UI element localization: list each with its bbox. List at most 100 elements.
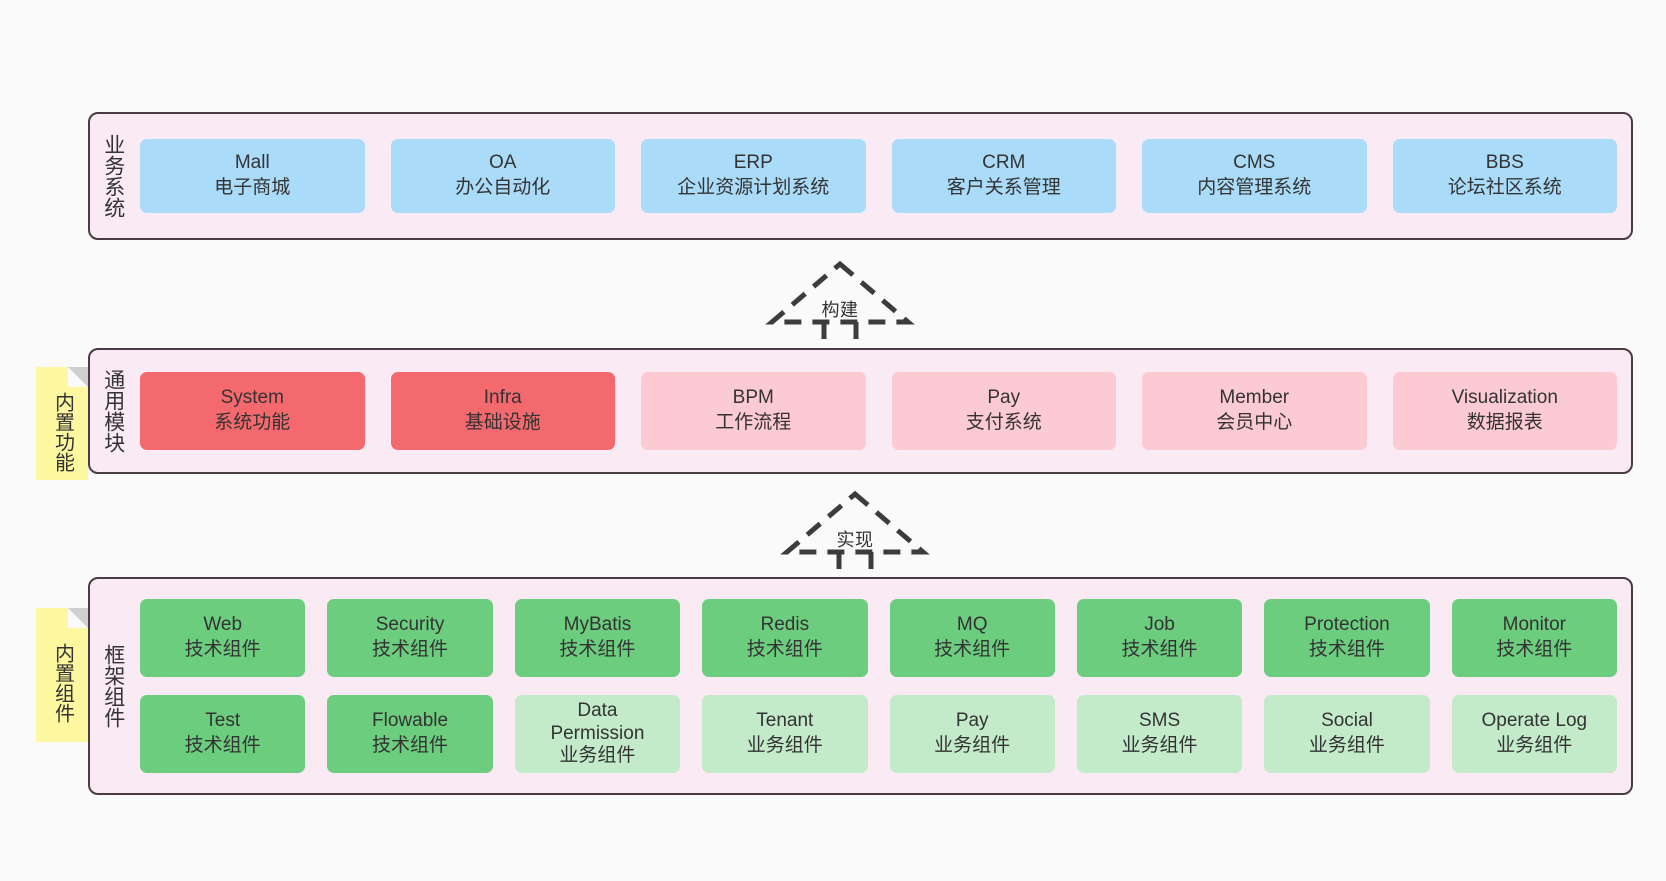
layer-row-framework-tech: Web 技术组件 Security 技术组件 MyBatis 技术组件 Redi… <box>140 599 1617 677</box>
cell-flowable[interactable]: Flowable 技术组件 <box>327 695 493 773</box>
cell-visualization[interactable]: Visualization 数据报表 <box>1392 372 1617 450</box>
cell-cms[interactable]: CMS 内容管理系统 <box>1142 139 1367 213</box>
cell-bbs[interactable]: BBS 论坛社区系统 <box>1392 139 1617 213</box>
layer-panel-business: 业务系统 Mall 电子商城 OA 办公自动化 ERP 企业资源计划系统 CRM <box>88 112 1633 240</box>
note-label: 内置组件 <box>51 643 74 723</box>
cell-title: MQ <box>956 614 988 636</box>
layer-row-business-0: Mall 电子商城 OA 办公自动化 ERP 企业资源计划系统 CRM 客户关系… <box>140 139 1617 213</box>
cell-pay-component[interactable]: Pay 业务组件 <box>889 695 1055 773</box>
layer-panel-framework: 框架组件 Web 技术组件 Security 技术组件 MyBatis 技术组件… <box>88 577 1633 795</box>
layer-row-framework-business: Test 技术组件 Flowable 技术组件 Data Permission … <box>140 695 1617 773</box>
connector-build: 构建 <box>760 258 920 350</box>
cell-title: Flowable <box>372 710 449 732</box>
cell-subtitle: 技术组件 <box>184 639 261 660</box>
cell-title: Redis <box>760 614 810 636</box>
cell-subtitle: 技术组件 <box>1121 639 1198 660</box>
cell-title: Monitor <box>1502 614 1566 636</box>
cell-operate-log[interactable]: Operate Log 业务组件 <box>1451 695 1617 773</box>
cell-erp[interactable]: ERP 企业资源计划系统 <box>641 139 866 213</box>
cell-title: Job <box>1144 614 1175 636</box>
cell-title: Pay <box>955 710 989 732</box>
generalization-arrow-icon <box>765 260 915 350</box>
cell-title: CMS <box>1233 152 1276 174</box>
cell-crm[interactable]: CRM 客户关系管理 <box>891 139 1116 213</box>
cell-tenant[interactable]: Tenant 业务组件 <box>702 695 868 773</box>
cell-title: Pay <box>987 387 1021 409</box>
cell-title: Tenant <box>756 710 814 732</box>
cell-subtitle: 技术组件 <box>1496 639 1573 660</box>
cell-bpm[interactable]: BPM 工作流程 <box>641 372 866 450</box>
cell-title: CRM <box>982 152 1026 174</box>
cell-subtitle: 工作流程 <box>715 412 792 433</box>
generalization-arrow-icon <box>780 490 930 580</box>
cell-subtitle: 业务组件 <box>1496 735 1573 756</box>
cell-title: Operate Log <box>1481 710 1588 732</box>
cell-protection[interactable]: Protection 技术组件 <box>1264 599 1430 677</box>
cell-redis[interactable]: Redis 技术组件 <box>702 599 868 677</box>
cell-monitor[interactable]: Monitor 技术组件 <box>1451 599 1617 677</box>
cell-mybatis[interactable]: MyBatis 技术组件 <box>514 599 681 677</box>
cell-title: Protection <box>1304 614 1390 636</box>
cell-subtitle: 业务组件 <box>746 735 823 756</box>
cell-title: Infra <box>483 387 522 409</box>
cell-system[interactable]: System 系统功能 <box>140 372 365 450</box>
connector-implement-label: 实现 <box>836 530 874 550</box>
cell-subtitle: 技术组件 <box>372 639 449 660</box>
cell-social[interactable]: Social 业务组件 <box>1264 695 1430 773</box>
cell-member[interactable]: Member 会员中心 <box>1142 372 1367 450</box>
note-fold-corner-icon <box>68 608 88 628</box>
cell-title: Data Permission <box>550 700 645 744</box>
cell-title: BPM <box>732 387 774 409</box>
cell-subtitle: 技术组件 <box>372 735 449 756</box>
cell-sms[interactable]: SMS 业务组件 <box>1076 695 1243 773</box>
cell-subtitle: 电子商城 <box>214 177 291 198</box>
cell-title: Security <box>375 614 445 636</box>
cell-web[interactable]: Web 技术组件 <box>140 599 306 677</box>
layer-title-common: 通用模块 <box>101 369 125 453</box>
cell-title: SMS <box>1138 710 1181 732</box>
layer-row-common-0: System 系统功能 Infra 基础设施 BPM 工作流程 Pay 支付系统… <box>140 372 1617 450</box>
cell-subtitle: 业务组件 <box>1308 735 1385 756</box>
layer-body-framework: Web 技术组件 Security 技术组件 MyBatis 技术组件 Redi… <box>136 579 1631 793</box>
cell-title: Member <box>1219 387 1290 409</box>
cell-subtitle: 技术组件 <box>934 639 1011 660</box>
connector-implement: 实现 <box>775 488 935 580</box>
cell-infra[interactable]: Infra 基础设施 <box>390 372 615 450</box>
cell-title: Test <box>205 710 241 732</box>
layer-title-framework: 框架组件 <box>101 644 125 728</box>
layer-body-common: System 系统功能 Infra 基础设施 BPM 工作流程 Pay 支付系统… <box>136 350 1631 472</box>
cell-subtitle: 内容管理系统 <box>1197 177 1312 198</box>
cell-security[interactable]: Security 技术组件 <box>327 599 493 677</box>
cell-title: Web <box>203 614 243 636</box>
cell-job[interactable]: Job 技术组件 <box>1076 599 1243 677</box>
cell-title: ERP <box>733 152 773 174</box>
cell-data-permission[interactable]: Data Permission 业务组件 <box>514 695 681 773</box>
layer-title-business: 业务系统 <box>101 134 125 218</box>
layer-body-business: Mall 电子商城 OA 办公自动化 ERP 企业资源计划系统 CRM 客户关系… <box>136 114 1631 238</box>
cell-mq[interactable]: MQ 技术组件 <box>889 599 1055 677</box>
cell-title: System <box>220 387 284 409</box>
note-builtin-components: 内置组件 <box>36 608 88 742</box>
cell-mall[interactable]: Mall 电子商城 <box>140 139 365 213</box>
cell-subtitle: 基础设施 <box>464 412 541 433</box>
cell-oa[interactable]: OA 办公自动化 <box>390 139 615 213</box>
cell-subtitle: 业务组件 <box>1121 735 1198 756</box>
cell-subtitle: 客户关系管理 <box>946 177 1061 198</box>
note-fold-corner-icon <box>68 367 88 387</box>
cell-subtitle: 技术组件 <box>1308 639 1385 660</box>
cell-subtitle: 业务组件 <box>934 735 1011 756</box>
cell-subtitle: 会员中心 <box>1216 412 1293 433</box>
cell-subtitle: 数据报表 <box>1466 412 1543 433</box>
cell-title: Visualization <box>1451 387 1558 409</box>
cell-pay-module[interactable]: Pay 支付系统 <box>891 372 1116 450</box>
note-builtin-features: 内置功能 <box>36 367 88 480</box>
cell-subtitle: 办公自动化 <box>455 177 551 198</box>
cell-title: Social <box>1321 710 1373 732</box>
cell-title: OA <box>489 152 517 174</box>
connector-build-label: 构建 <box>821 300 859 320</box>
cell-subtitle: 支付系统 <box>965 412 1042 433</box>
cell-title: BBS <box>1485 152 1524 174</box>
cell-test[interactable]: Test 技术组件 <box>140 695 306 773</box>
cell-subtitle: 技术组件 <box>559 639 636 660</box>
